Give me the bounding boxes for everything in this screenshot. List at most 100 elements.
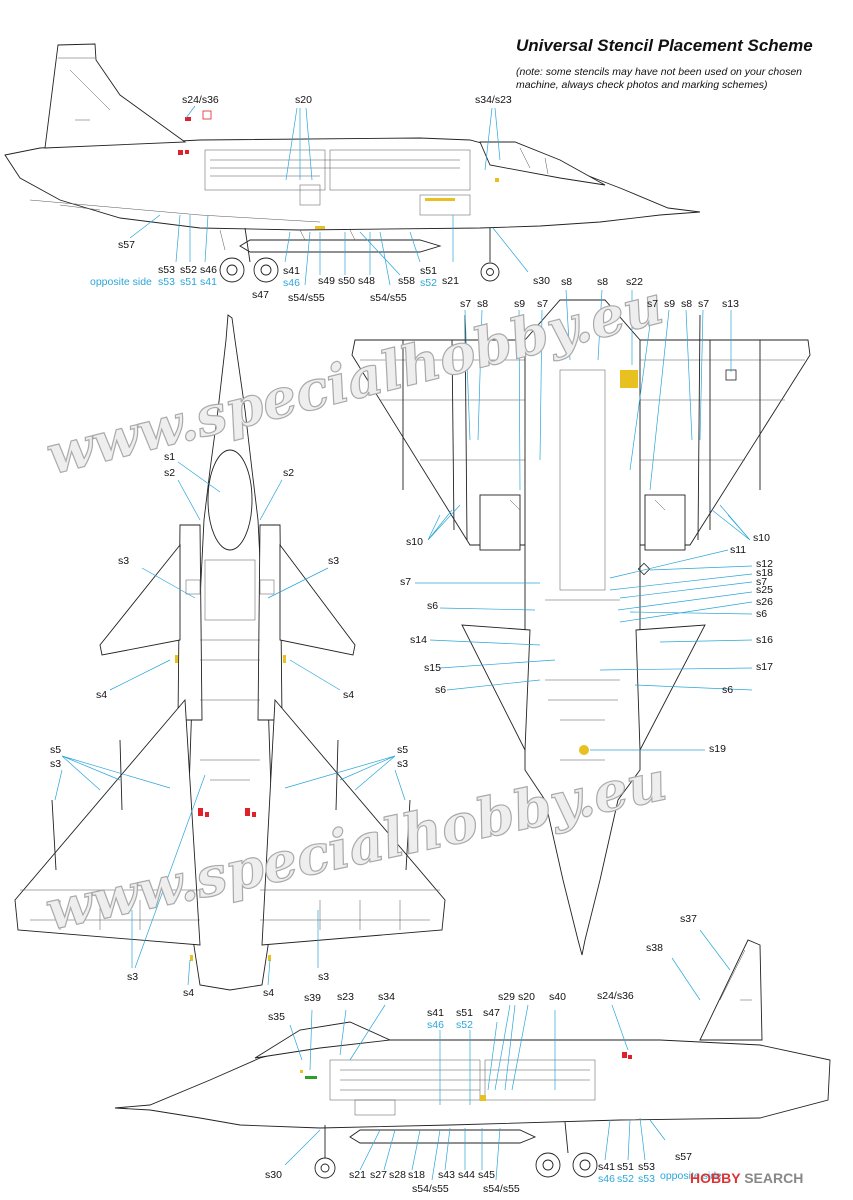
label-s8-a: s8 [561,276,573,288]
label-s15: s15 [424,662,441,674]
label-s1: s1 [164,451,176,463]
label-s10-left: s10 [406,536,423,548]
label-s17: s17 [756,661,773,673]
label-s11: s11 [730,544,747,556]
label-s50: s50 [338,275,355,287]
label-opposite-side: opposite side [90,276,152,288]
label-s6-d: s6 [722,684,734,696]
label-s4-right: s4 [343,689,355,701]
label-s34: s34 [378,991,395,1003]
label-s41-blue: s41 [200,276,217,288]
label-s3-right: s3 [328,555,340,567]
label-s53-blue: s53 [158,276,175,288]
label-s35: s35 [268,1011,285,1023]
label-s3-left-2: s3 [50,758,62,770]
label-s5-right: s5 [397,744,409,756]
label-s3-bottom-right: s3 [318,971,330,983]
label-s20: s20 [518,991,535,1003]
label-s49: s49 [318,275,335,287]
label-s18: s18 [756,567,773,579]
label-s21: s21 [349,1169,366,1181]
label-s51: s51 [456,1007,473,1019]
label-s37: s37 [680,913,697,925]
logo-brand: HOBBY [690,1170,741,1186]
label-s2-right: s2 [283,467,295,479]
label-s52-blue: s52 [420,277,437,289]
label-s46-blue: s46 [283,277,300,289]
label-s28: s28 [389,1169,406,1181]
label-s54-s55b: s54/s55 [370,292,407,304]
label-s38: s38 [646,942,663,954]
label-s54-s55-a: s54/s55 [412,1183,449,1195]
label-s54-s55: s54/s55 [288,292,325,304]
sheet-note: (note: some stencils may have not been u… [516,66,803,91]
label-s25: s25 [756,584,773,596]
label-s3-right-2: s3 [397,758,409,770]
label-s8-b: s8 [597,276,609,288]
label-s27: s27 [370,1169,387,1181]
label-s52-blue: s52 [456,1019,473,1031]
label-s9-a: s9 [514,298,526,310]
label-s16: s16 [756,634,773,646]
label-s7-e: s7 [400,576,412,588]
label-s52-b-blue: s52 [617,1173,634,1185]
label-s9-b: s9 [664,298,676,310]
label-s7-c: s7 [647,298,659,310]
label-s52: s52 [180,264,197,276]
label-s14: s14 [410,634,427,646]
label-s8-c: s8 [477,298,489,310]
label-s51-blue: s51 [180,276,197,288]
sheet-title: Universal Stencil Placement Scheme [516,36,813,55]
label-s34-s23: s34/s23 [475,94,512,106]
label-s4-bottom-left: s4 [183,987,195,999]
label-s7-a: s7 [460,298,472,310]
label-s46-b-blue: s46 [598,1173,615,1185]
label-s44: s44 [458,1169,475,1181]
label-s20: s20 [295,94,312,106]
label-s46-blue: s46 [427,1019,444,1031]
label-s43: s43 [438,1169,455,1181]
label-s19: s19 [709,743,726,755]
label-s7-d: s7 [698,298,710,310]
label-s8-d: s8 [681,298,693,310]
label-s13: s13 [722,298,739,310]
label-s29: s29 [498,991,515,1003]
label-s23: s23 [337,991,354,1003]
label-s53: s53 [638,1161,655,1173]
label-s22: s22 [626,276,643,288]
label-s41: s41 [427,1007,444,1019]
label-s51: s51 [420,265,437,277]
label-s41: s41 [283,265,300,277]
label-s26: s26 [756,596,773,608]
label-opposite-side-bottom: opposite side [660,1170,722,1182]
label-s47: s47 [483,1007,500,1019]
label-s12: s12 [756,558,773,570]
top-view [14,314,446,991]
hobbysearch-logo: HOBBY SEARCH [690,1170,803,1186]
label-s57: s57 [118,239,135,251]
label-s46: s46 [200,264,217,276]
label-s53: s53 [158,264,175,276]
label-s54-s55-b: s54/s55 [483,1183,520,1195]
label-s48: s48 [358,275,375,287]
label-s6-b: s6 [756,608,768,620]
label-s4-left: s4 [96,689,108,701]
label-s7-f: s7 [756,576,768,588]
label-s51-b: s51 [617,1161,634,1173]
label-s3-bottom-left: s3 [127,971,139,983]
label-s18: s18 [408,1169,425,1181]
label-s41-b: s41 [598,1161,615,1173]
label-s57: s57 [675,1151,692,1163]
label-s5-left: s5 [50,744,62,756]
label-s39: s39 [304,992,321,1004]
label-s7-b: s7 [537,298,549,310]
label-s3-left: s3 [118,555,130,567]
label-s40: s40 [549,991,566,1003]
label-s6-a: s6 [427,600,439,612]
label-s6-c: s6 [435,684,447,696]
label-s24-s36: s24/s36 [597,990,634,1002]
label-s24-s36: s24/s36 [182,94,219,106]
label-s4-bottom-right: s4 [263,987,275,999]
